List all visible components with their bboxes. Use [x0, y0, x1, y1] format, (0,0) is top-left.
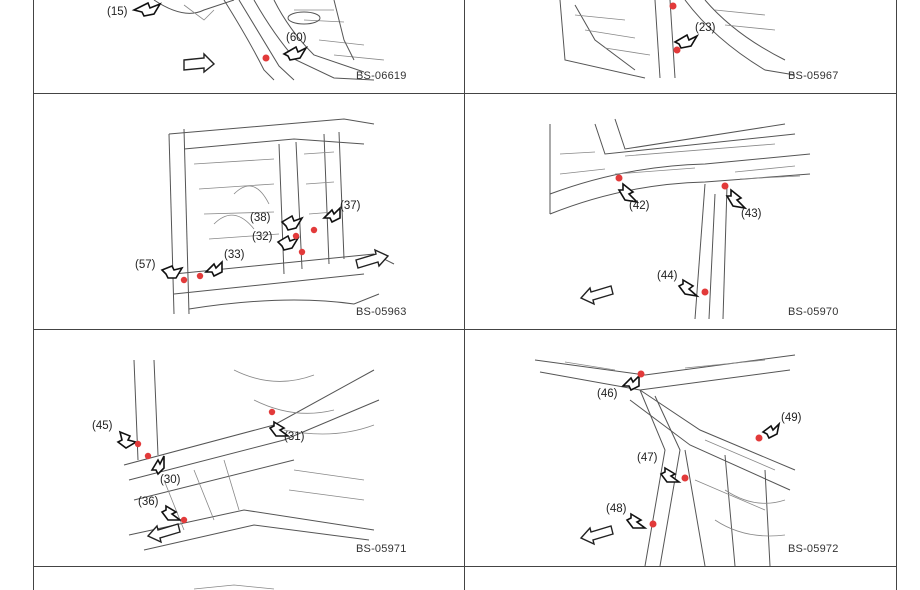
- callout-arrow: [276, 234, 300, 251]
- callout-label: (38): [250, 212, 271, 224]
- grid-line: [33, 329, 897, 330]
- callout-label: (42): [629, 200, 650, 212]
- callout-arrow: [617, 182, 640, 204]
- spot-weld-point: [681, 474, 689, 482]
- callout-arrow: [673, 33, 700, 49]
- callout-arrow: [761, 421, 781, 440]
- grid-line: [33, 93, 897, 94]
- figure-code: BS-05971: [356, 543, 407, 555]
- car-body-drawing: [116, 359, 380, 551]
- callout-arrow: [625, 512, 648, 529]
- callout-label: (43): [741, 208, 762, 220]
- car-body-drawing: [160, 118, 395, 315]
- callout-label: (31): [284, 431, 305, 443]
- callout-arrow: [150, 455, 165, 476]
- spot-weld-point: [615, 174, 623, 182]
- figure-code: BS-05967: [788, 70, 839, 82]
- callout-arrow: [621, 374, 640, 392]
- spot-weld-point: [755, 434, 763, 442]
- spot-weld-point: [673, 46, 681, 54]
- callout-arrow: [204, 260, 223, 278]
- callout-label: (45): [92, 420, 113, 432]
- diagram-panel: [34, 567, 464, 590]
- spot-weld-point: [196, 272, 204, 280]
- figure-code: BS-05970: [788, 306, 839, 318]
- spot-weld-point: [262, 54, 270, 62]
- car-body-drawing: [549, 118, 811, 320]
- callout-arrow: [659, 466, 682, 483]
- spot-weld-point: [180, 276, 188, 284]
- figure-code: BS-05963: [356, 306, 407, 318]
- spot-weld-point: [268, 408, 276, 416]
- grid-line: [33, 566, 897, 567]
- callout-label: (33): [224, 249, 245, 261]
- callout-arrow: [116, 430, 139, 449]
- spot-weld-point: [134, 440, 142, 448]
- callout-arrow: [677, 278, 700, 298]
- callout-label: (57): [135, 259, 156, 271]
- callout-label: (23): [695, 22, 716, 34]
- callout-label: (36): [138, 496, 159, 508]
- callout-arrow: [160, 264, 184, 279]
- direction-arrow: [579, 285, 614, 306]
- direction-arrow: [355, 248, 390, 269]
- grid-line: [33, 0, 34, 590]
- spot-weld-point: [649, 520, 657, 528]
- callout-label: (48): [606, 503, 627, 515]
- spot-weld-point: [701, 288, 709, 296]
- diagram-panel: (46) (49) (47) (48) BS-05972: [465, 330, 896, 566]
- figure-code: BS-05972: [788, 543, 839, 555]
- direction-arrow: [146, 523, 181, 544]
- direction-arrow: [579, 525, 614, 546]
- grid-line: [464, 0, 465, 590]
- callout-arrow: [322, 206, 341, 224]
- spot-weld-point: [669, 2, 677, 10]
- spot-weld-point: [144, 452, 152, 460]
- car-body-drawing: [193, 584, 275, 590]
- direction-arrow: [183, 52, 216, 74]
- diagram-panel: (15) (60) BS-06619: [34, 0, 464, 93]
- spot-weld-point: [637, 370, 645, 378]
- callout-arrow: [282, 45, 309, 61]
- car-body-drawing: [131, 0, 385, 81]
- callout-label: (49): [781, 412, 802, 424]
- callout-label: (15): [107, 6, 128, 18]
- callout-label: (47): [637, 452, 658, 464]
- spot-weld-point: [310, 226, 318, 234]
- diagram-panel: (23) BS-05967: [465, 0, 896, 93]
- spot-weld-point: [298, 248, 306, 256]
- callout-arrow: [280, 214, 304, 231]
- grid-line: [896, 0, 897, 590]
- callout-label: (37): [340, 200, 361, 212]
- car-body-drawing: [559, 0, 796, 79]
- callout-label: (44): [657, 270, 678, 282]
- spot-weld-point: [292, 232, 300, 240]
- callout-arrow: [268, 420, 291, 437]
- spot-weld-point: [180, 516, 188, 524]
- callout-label: (30): [160, 474, 181, 486]
- callout-label: (60): [286, 32, 307, 44]
- callout-arrow: [131, 1, 162, 17]
- diagram-panel: (38) (37) (32) (57) (33) BS-05963: [34, 94, 464, 329]
- spot-weld-point: [721, 182, 729, 190]
- callout-label: (32): [252, 231, 273, 243]
- callout-arrow: [160, 504, 183, 521]
- figure-code: BS-06619: [356, 70, 407, 82]
- diagram-panel: (45) (31) (30) (36) BS-05971: [34, 330, 464, 566]
- diagram-panel: (42) (43) (44) BS-05970: [465, 94, 896, 329]
- callout-arrow: [725, 188, 748, 210]
- callout-label: (46): [597, 388, 618, 400]
- car-body-drawing: [534, 354, 796, 566]
